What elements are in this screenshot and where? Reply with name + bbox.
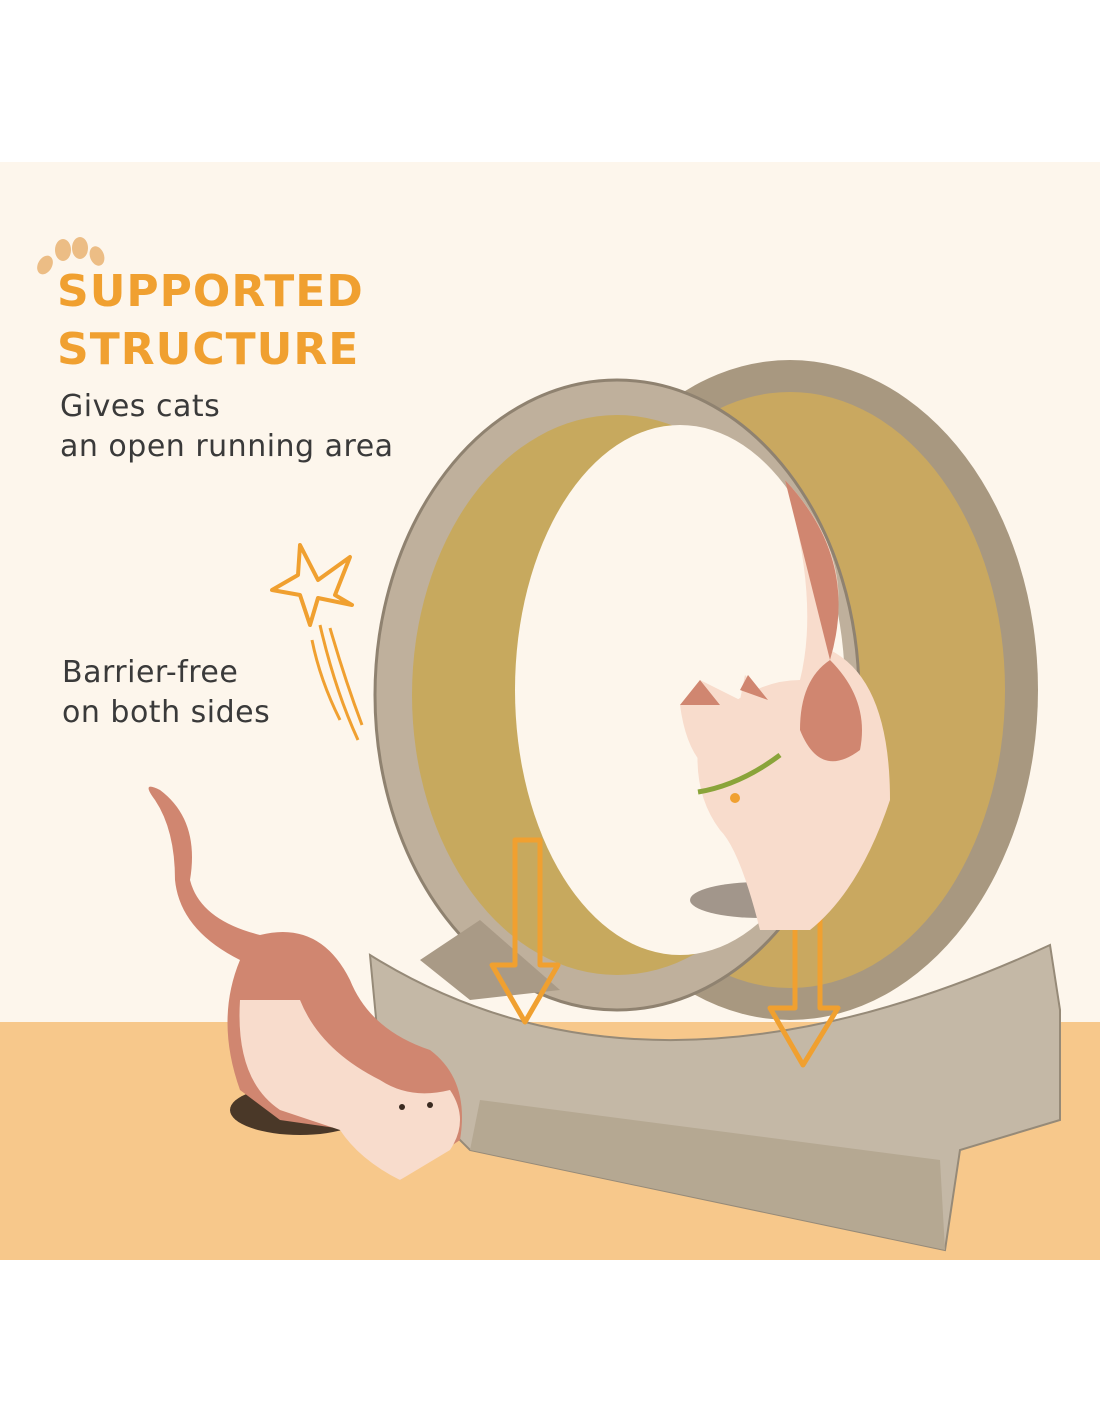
headline-line-1: SUPPORTED [57,266,364,317]
star-icon [270,543,364,741]
headline-line-2: STRUCTURE [57,324,360,375]
feature-line-1: Barrier-free [62,655,239,690]
subtitle-line-2: an open running area [60,429,394,464]
cat-running [680,480,890,930]
feature-line-2: on both sides [62,695,271,730]
subtitle-line-1: Gives cats [60,389,221,424]
wheel-base [368,920,1061,1252]
paw-print-icon [37,237,105,275]
cat-crouching [148,786,463,1180]
